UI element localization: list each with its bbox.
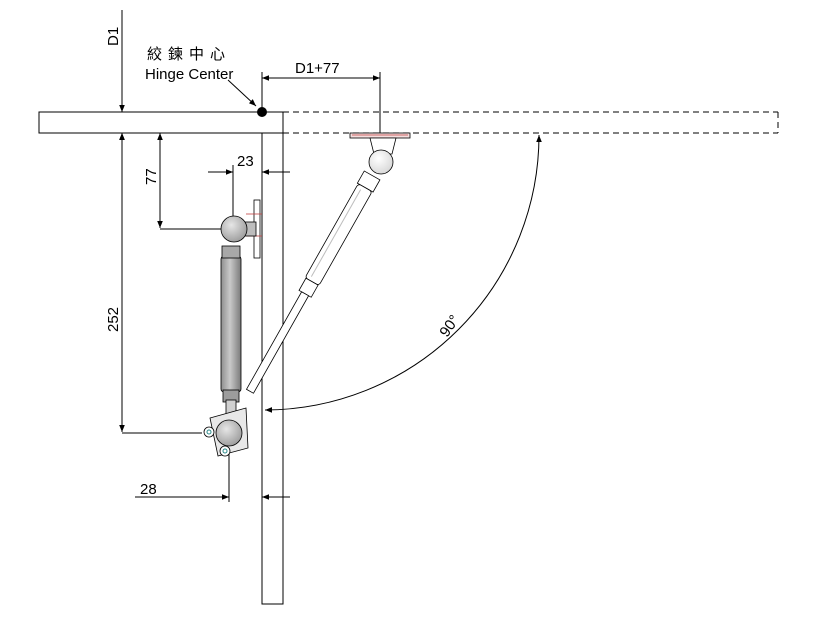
dim-28 — [135, 445, 290, 502]
lid-open-dashed — [283, 111, 779, 134]
dim-23 — [208, 165, 290, 220]
hinge-label-english: Hinge Center — [145, 66, 233, 83]
dim-252-label: 252 — [105, 307, 122, 332]
dim-252 — [119, 133, 202, 434]
dim-77-label: 77 — [143, 168, 160, 185]
dim-d1-plus-77-label: D1+77 — [295, 60, 340, 77]
angle-arc — [264, 134, 542, 413]
dim-28-label: 28 — [140, 481, 157, 498]
strut-closed — [203, 199, 262, 457]
lid-closed — [38, 111, 284, 134]
dim-d1-plus-77 — [261, 72, 381, 138]
angle-label: 90° — [436, 312, 463, 340]
dim-d1-label: D1 — [105, 27, 122, 46]
strut-open — [245, 132, 411, 394]
dim-77 — [157, 133, 222, 230]
hinge-center-dot — [257, 107, 267, 117]
hinge-label-chinese: 絞鍊中心 — [147, 45, 231, 63]
hinge-leader — [227, 79, 257, 107]
dim-23-label: 23 — [237, 153, 254, 170]
